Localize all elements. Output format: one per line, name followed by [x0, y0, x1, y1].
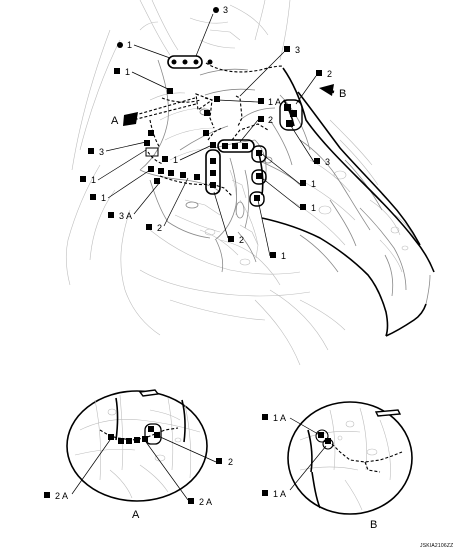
callout-square-2-top-right: 2	[327, 69, 332, 79]
callout-square-1-center: 1	[173, 155, 178, 165]
detail-b-callout-1a-top: 1 A	[273, 413, 286, 423]
callout-square-2-bottom: 2	[157, 223, 162, 233]
detail-a-callout-2a-right: 2 A	[199, 497, 212, 507]
detail-a-label: A	[132, 509, 140, 521]
callout-square-1a-mid: 1 A	[268, 97, 281, 107]
callout-square-3-top: 3	[295, 45, 300, 55]
callout-circle-3-top: 3	[223, 5, 228, 15]
callout-square-3a-bottom: 3 A	[119, 211, 132, 221]
detail-view-b: 1 A 1 A B	[262, 401, 413, 531]
quarter-panel-outline	[139, 59, 407, 297]
background-structure-lines	[65, 0, 417, 366]
callout-square-1-bottom: 1	[281, 251, 286, 261]
callout-square-3-right: 3	[325, 157, 330, 167]
callout-group: 3 1 1 3 2 1 A 2 3 1	[80, 5, 332, 261]
rear-fender-edge	[261, 67, 435, 337]
callout-circle-1: 1	[127, 40, 132, 50]
view-arrow-b: B	[319, 84, 346, 100]
callout-square-1-right-b: 1	[311, 203, 316, 213]
arrow-b-label: B	[339, 88, 346, 100]
clip-markers	[144, 55, 303, 207]
detail-b-label: B	[370, 519, 377, 531]
detail-b-callout-1a-bottom: 1 A	[273, 489, 286, 499]
callout-square-1-left-a: 1	[91, 175, 96, 185]
detail-a-callout-2: 2	[228, 457, 233, 467]
view-arrow-a: A	[111, 93, 214, 127]
callout-square-2-mid: 2	[268, 115, 273, 125]
callout-square-1-top-left: 1	[125, 67, 130, 77]
detail-view-a: 2 2 A 2 A A	[44, 389, 233, 521]
diagram-code: JSKIA2106ZZ	[420, 543, 453, 549]
callout-square-2-bottom-b: 2	[239, 235, 244, 245]
arrow-a-label: A	[111, 115, 119, 127]
callout-square-1-left-b: 1	[101, 193, 106, 203]
callout-square-1-right-a: 1	[311, 179, 316, 189]
detail-a-callout-2a-left: 2 A	[55, 491, 68, 501]
callout-square-3-left: 3	[99, 147, 104, 157]
